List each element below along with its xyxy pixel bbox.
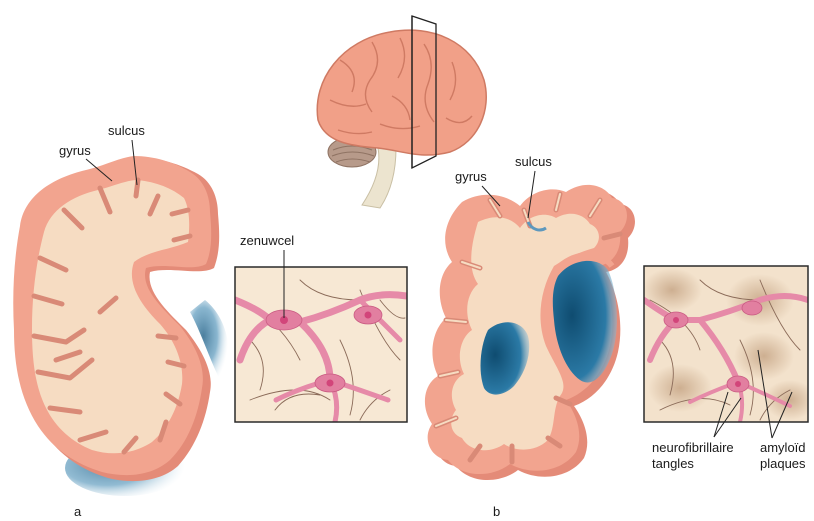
panel-label-b: b — [493, 504, 500, 519]
gyrus-label-a: gyrus — [59, 143, 91, 158]
healthy-neurons-inset — [235, 267, 407, 422]
panel-label-a: a — [74, 504, 82, 519]
tangles-label-line1: neurofibrillaire — [652, 440, 734, 455]
amyloid-plaque — [648, 364, 712, 412]
tangles-label-line2: tangles — [652, 456, 694, 471]
amyloid-plaque — [734, 332, 794, 380]
atrophied-brain-section — [425, 185, 635, 480]
zenuwcel-label: zenuwcel — [240, 233, 294, 248]
plaques-label-line2: plaques — [760, 456, 806, 471]
alzheimer-neurons-inset — [642, 266, 814, 422]
gyrus-label-b: gyrus — [455, 169, 487, 184]
healthy-brain-section — [13, 156, 228, 496]
sulcus-label-a: sulcus — [108, 123, 145, 138]
plaques-label-line1: amyloïd — [760, 440, 806, 455]
sulcus-label-b: sulcus — [515, 154, 552, 169]
